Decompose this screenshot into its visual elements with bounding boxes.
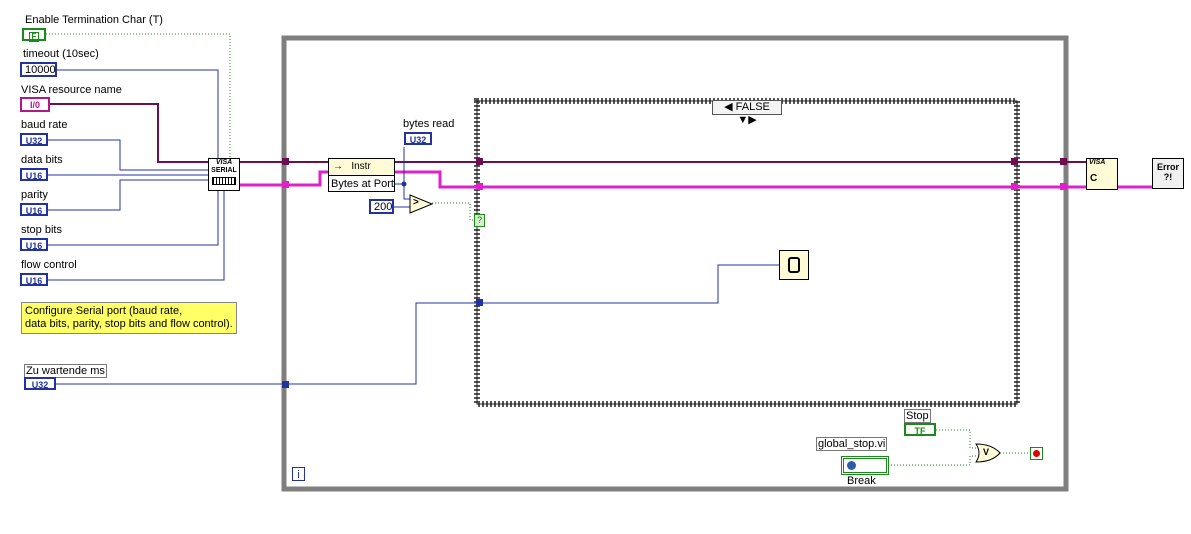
flow-control-terminal[interactable]: U16 — [20, 273, 48, 286]
loop-tunnel-visa-in — [282, 158, 289, 165]
baud-rate-terminal[interactable]: U32 — [20, 133, 48, 146]
baud-rate-label: baud rate — [20, 119, 69, 131]
flow-control-label: flow control — [20, 259, 78, 271]
loop-tunnel-visa-out — [1060, 158, 1067, 165]
property-item-label[interactable]: Bytes at Port — [331, 178, 394, 190]
const-200[interactable]: 200 — [369, 199, 394, 214]
error-handler-icon[interactable]: Error ?! — [1152, 158, 1184, 189]
or-symbol: V — [983, 447, 990, 457]
timeout-constant[interactable]: 10000 — [20, 62, 57, 77]
enable-term-label: Enable Termination Char (T) — [24, 14, 164, 26]
case-selector-terminal[interactable]: ? — [474, 214, 485, 227]
global-stop-label: global_stop.vi — [816, 437, 888, 451]
stop-terminal-icon[interactable]: TF — [904, 423, 936, 436]
case-structure-border — [474, 98, 1020, 407]
global-break-variable[interactable]: Break — [841, 456, 889, 487]
or-gate-icon — [975, 443, 1001, 463]
greater-than-symbol: > — [413, 197, 419, 208]
chevron-down-icon: ▼ — [737, 114, 749, 126]
comment-note: Configure Serial port (baud rate, data b… — [21, 302, 237, 334]
loop-tunnel-ms — [282, 381, 289, 388]
stop-bits-label: stop bits — [20, 224, 63, 236]
timeout-label: timeout (10sec) — [22, 48, 100, 60]
property-node-icon[interactable]: → Instr Bytes at Port — [328, 158, 395, 192]
enable-term-terminal[interactable]: F — [22, 28, 46, 42]
visa-resource-label: VISA resource name — [20, 84, 123, 96]
greater-than-icon — [409, 194, 434, 214]
loop-condition-terminal[interactable] — [1030, 447, 1043, 460]
loop-tunnel-error-out — [1060, 183, 1067, 190]
wait-ms-label: Zu wartende ms — [24, 364, 107, 378]
parity-terminal[interactable]: U16 — [20, 203, 48, 216]
visa-close-icon[interactable]: VISA C — [1086, 158, 1118, 190]
property-instr-label: Instr — [351, 161, 371, 172]
stop-bits-terminal[interactable]: U16 — [20, 238, 48, 251]
case-selector[interactable]: ◀ FALSE ▼▶ — [712, 100, 782, 126]
globe-icon — [847, 461, 856, 470]
data-bits-label: data bits — [20, 154, 64, 166]
case-structure-outline — [476, 100, 1018, 405]
bytes-read-label: bytes read — [402, 118, 456, 130]
data-bits-terminal[interactable]: U16 — [20, 168, 48, 181]
while-loop-border — [281, 35, 1069, 492]
wait-ms-terminal[interactable]: U32 — [24, 377, 56, 390]
loop-tunnel-error-in — [282, 181, 289, 188]
stop-label: Stop — [904, 409, 931, 423]
visa-resource-terminal[interactable]: I/0 — [20, 97, 50, 112]
loop-iteration-terminal: i — [292, 467, 305, 481]
parity-label: parity — [20, 189, 49, 201]
visa-serial-config-icon[interactable]: VISA SERIAL — [208, 158, 240, 191]
wait-ms-icon[interactable] — [779, 250, 809, 280]
bytes-read-indicator[interactable]: U32 — [404, 132, 432, 145]
